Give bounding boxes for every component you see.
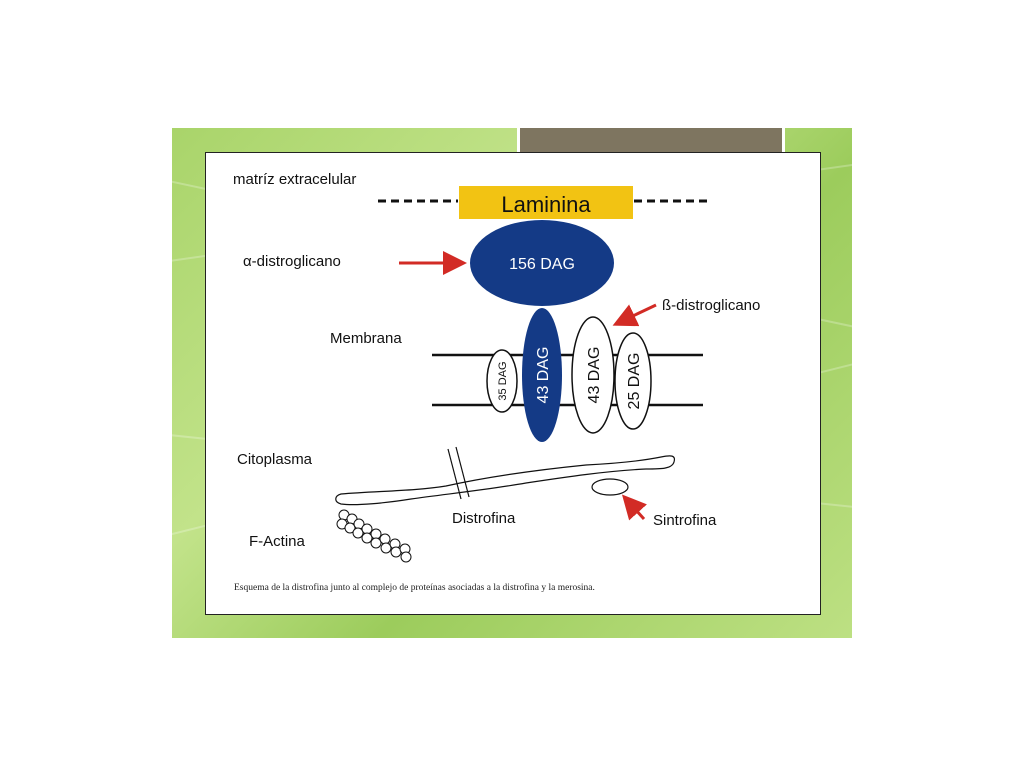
actin-bead <box>370 537 382 549</box>
beta-dystroglycan-arrow <box>612 303 657 327</box>
dag43-blue-label: 43 DAG <box>535 347 552 404</box>
f-actin-filament <box>336 509 412 563</box>
dag25-label: 25 DAG <box>626 353 643 410</box>
dag35-label: 35 DAG <box>497 361 509 400</box>
extracellular-matrix-label: matríz extracelular <box>233 171 356 188</box>
syntrophin-shape <box>591 478 629 496</box>
dystrophin-break-mark-2 <box>455 446 470 498</box>
dystrophin-rod <box>335 455 676 506</box>
dag43-white-label: 43 DAG <box>586 347 603 404</box>
syntrophin-arrow <box>621 494 647 521</box>
dag43-blue-ellipse <box>522 308 562 442</box>
diagram-canvas: matríz extracelular Laminina α-distrogli… <box>233 171 760 563</box>
actin-bead <box>400 551 412 563</box>
f-actin-label: F-Actina <box>249 533 306 550</box>
dag43-white-ellipse <box>571 316 615 434</box>
dystrophin-label: Distrofina <box>452 510 516 527</box>
actin-bead <box>352 527 364 539</box>
syntrophin-label: Sintrofina <box>653 512 717 529</box>
actin-bead <box>390 546 402 558</box>
dystrophin-break-mark-1 <box>447 448 462 500</box>
dag156-label: 156 DAG <box>509 256 575 273</box>
membrane-label: Membrana <box>330 330 402 347</box>
actin-bead <box>361 532 373 544</box>
dag25-ellipse <box>614 332 652 430</box>
beta-dystroglycan-label: ß-distroglicano <box>662 297 760 314</box>
actin-bead <box>344 522 356 534</box>
figure-caption: Esquema de la distrofina junto al comple… <box>234 583 595 593</box>
actin-bead <box>380 542 392 554</box>
laminin-label: Laminina <box>501 192 591 217</box>
dag35-ellipse <box>486 349 518 413</box>
cytoplasm-label: Citoplasma <box>237 451 313 468</box>
dag156-ellipse <box>470 220 614 306</box>
laminin-box <box>459 186 633 219</box>
alpha-dystroglycan-label: α-distroglicano <box>243 253 341 270</box>
actin-bead <box>379 533 391 545</box>
dystrophin-figure: matríz extracelular Laminina α-distrogli… <box>205 152 821 615</box>
